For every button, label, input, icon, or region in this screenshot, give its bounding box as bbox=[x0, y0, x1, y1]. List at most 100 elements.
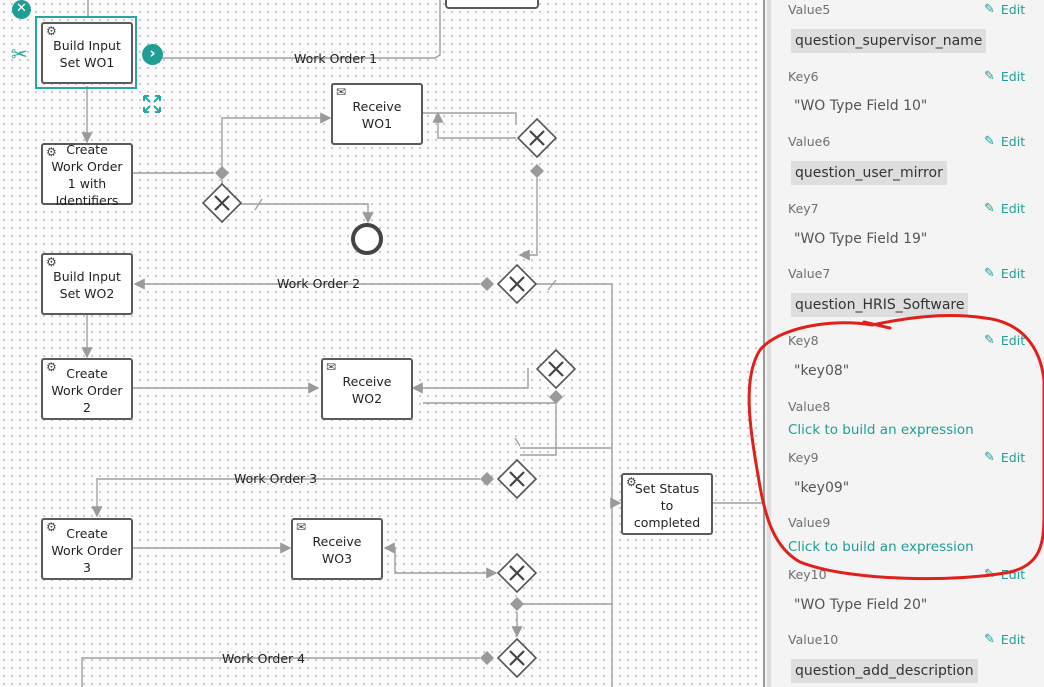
flow-wo4 bbox=[81, 657, 480, 687]
task-receive-wo1[interactable]: ✉ Receive WO1 bbox=[331, 83, 423, 145]
envelope-icon: ✉ bbox=[336, 85, 347, 99]
expand-arrows-icon[interactable] bbox=[142, 94, 162, 114]
service-task-icon: ⚙ bbox=[46, 360, 57, 374]
prop-label-key6: Key6 bbox=[788, 69, 819, 84]
task-partial-top bbox=[445, 0, 539, 9]
task-label: Build Input Set WO2 bbox=[53, 269, 121, 301]
edit-button-value7[interactable]: ✎Edit bbox=[984, 266, 1025, 281]
prop-label-value6: Value6 bbox=[788, 134, 831, 149]
pencil-icon: ✎ bbox=[984, 450, 995, 465]
prop-label-value5: Value5 bbox=[788, 2, 831, 17]
prop-value-key6[interactable]: "WO Type Field 10" bbox=[794, 98, 928, 114]
edit-button-key7[interactable]: ✎Edit bbox=[984, 201, 1025, 216]
build-expression-link-value9[interactable]: Click to build an expression bbox=[788, 539, 974, 555]
flow-label-wo1[interactable]: Work Order 1 bbox=[294, 51, 378, 66]
task-label: Build Input Set WO1 bbox=[53, 38, 121, 70]
edit-label: Edit bbox=[1000, 201, 1026, 216]
end-event bbox=[351, 223, 383, 255]
flow-receive1-out bbox=[423, 112, 517, 125]
flow-wo3 bbox=[91, 478, 480, 518]
exclusive-gateway-7 bbox=[496, 637, 538, 679]
flow-label-wo2[interactable]: Work Order 2 bbox=[277, 276, 361, 291]
prop-value-key9[interactable]: "key09" bbox=[794, 480, 850, 496]
edit-button-key6[interactable]: ✎ Edit bbox=[984, 69, 1025, 84]
task-label: Receive WO3 bbox=[312, 534, 362, 566]
exclusive-gateway-4 bbox=[535, 348, 577, 390]
flow-receive3-out bbox=[390, 547, 498, 579]
edit-label: Edit bbox=[1000, 567, 1026, 582]
prop-value-value7[interactable]: question_HRIS_Software bbox=[791, 293, 969, 317]
scissors-icon[interactable]: ✂ bbox=[11, 42, 28, 66]
flow-default-mark-1 bbox=[254, 198, 263, 211]
task-build-input-wo2[interactable]: ⚙ Build Input Set WO2 bbox=[41, 253, 133, 315]
task-create-wo2[interactable]: ⚙ Create Work Order 2 bbox=[41, 358, 133, 420]
edit-label: Edit bbox=[1000, 69, 1026, 84]
prop-label-key7: Key7 bbox=[788, 201, 819, 216]
pencil-icon: ✎ bbox=[984, 567, 995, 582]
edit-label: Edit bbox=[1000, 632, 1026, 647]
panel-scrollbar[interactable] bbox=[767, 0, 771, 687]
prop-label-key9: Key9 bbox=[788, 450, 819, 465]
envelope-icon: ✉ bbox=[296, 520, 307, 534]
task-receive-wo3[interactable]: ✉ Receive WO3 bbox=[291, 518, 383, 580]
connector-diamond bbox=[480, 651, 494, 665]
flow-wo1-back bbox=[148, 0, 441, 64]
task-create-wo3[interactable]: ⚙ Create Work Order 3 bbox=[41, 518, 133, 580]
pencil-icon: ✎ bbox=[984, 134, 995, 149]
edit-button-key9[interactable]: ✎Edit bbox=[984, 450, 1025, 465]
service-task-icon: ⚙ bbox=[46, 145, 57, 159]
edit-button-key8[interactable]: ✎ Edit bbox=[984, 333, 1025, 348]
sequence-flows bbox=[81, 0, 763, 687]
flow-loop-receive2 bbox=[411, 368, 529, 394]
task-create-wo1[interactable]: ⚙ Create Work Order 1 with Identifiers bbox=[41, 142, 133, 208]
prop-value-key7[interactable]: "WO Type Field 19" bbox=[794, 231, 928, 247]
connector-diamond bbox=[549, 390, 563, 404]
prop-value-value6[interactable]: question_user_mirror bbox=[791, 161, 947, 185]
flow-to-receive1 bbox=[221, 112, 332, 173]
process-canvas[interactable]: ⚙ Build Input Set WO1 ⚙ Create Work Orde… bbox=[0, 0, 763, 687]
build-expression-link-value8[interactable]: Click to build an expression bbox=[788, 422, 974, 438]
prop-value-value5[interactable]: question_supervisor_name bbox=[791, 29, 987, 53]
flow-label-wo4[interactable]: Work Order 4 bbox=[222, 651, 306, 666]
edit-button-value5[interactable]: ✎Edit bbox=[984, 2, 1025, 17]
prop-value-value10[interactable]: question_add_description bbox=[791, 659, 978, 683]
edit-button-value6[interactable]: ✎ Edit bbox=[984, 134, 1025, 149]
task-label: Create Work Order 3 bbox=[51, 525, 123, 575]
service-task-icon: ⚙ bbox=[46, 520, 57, 534]
prop-value-key8[interactable]: "key08" bbox=[794, 363, 850, 379]
connect-icon[interactable]: › bbox=[142, 44, 163, 65]
prop-label-key10: Key10 bbox=[788, 567, 827, 582]
task-label: Set Status to completed bbox=[633, 480, 701, 530]
edit-label: Edit bbox=[1000, 333, 1026, 348]
connector-diamond bbox=[215, 166, 229, 180]
pencil-icon: ✎ bbox=[984, 69, 995, 84]
connector-diamond bbox=[530, 164, 544, 178]
edit-label: Edit bbox=[1000, 134, 1026, 149]
task-receive-wo2[interactable]: ✉ Receive WO2 bbox=[321, 358, 413, 420]
edit-label: Edit bbox=[1000, 2, 1026, 17]
pencil-icon: ✎ bbox=[984, 632, 995, 647]
prop-label-value10: Value10 bbox=[788, 632, 839, 647]
prop-label-key8: Key8 bbox=[788, 333, 819, 348]
exclusive-gateway-5 bbox=[496, 458, 538, 500]
edit-button-key10[interactable]: ✎ Edit bbox=[984, 567, 1025, 582]
envelope-icon: ✉ bbox=[326, 360, 337, 374]
exclusive-gateway-6 bbox=[496, 552, 538, 594]
task-label: Receive WO2 bbox=[342, 374, 392, 406]
task-build-input-wo1[interactable]: ⚙ Build Input Set WO1 bbox=[41, 22, 133, 84]
task-label: Create Work Order 2 bbox=[51, 365, 123, 415]
edit-label: Edit bbox=[1000, 266, 1026, 281]
delete-icon[interactable]: ✕ bbox=[12, 0, 31, 19]
service-task-icon: ⚙ bbox=[46, 255, 57, 269]
prop-value-key10[interactable]: "WO Type Field 20" bbox=[794, 597, 928, 613]
service-task-icon: ⚙ bbox=[626, 475, 637, 489]
pencil-icon: ✎ bbox=[984, 333, 995, 348]
connector-diamond bbox=[510, 597, 524, 611]
flow-default-mark-3 bbox=[514, 437, 521, 447]
exclusive-gateway-1 bbox=[201, 182, 243, 224]
exclusive-gateway-3 bbox=[496, 263, 538, 305]
connector-diamond bbox=[480, 472, 494, 486]
edit-button-value10[interactable]: ✎ Edit bbox=[984, 632, 1025, 647]
flow-label-wo3[interactable]: Work Order 3 bbox=[234, 471, 318, 486]
task-set-status[interactable]: ⚙ Set Status to completed bbox=[621, 473, 713, 535]
